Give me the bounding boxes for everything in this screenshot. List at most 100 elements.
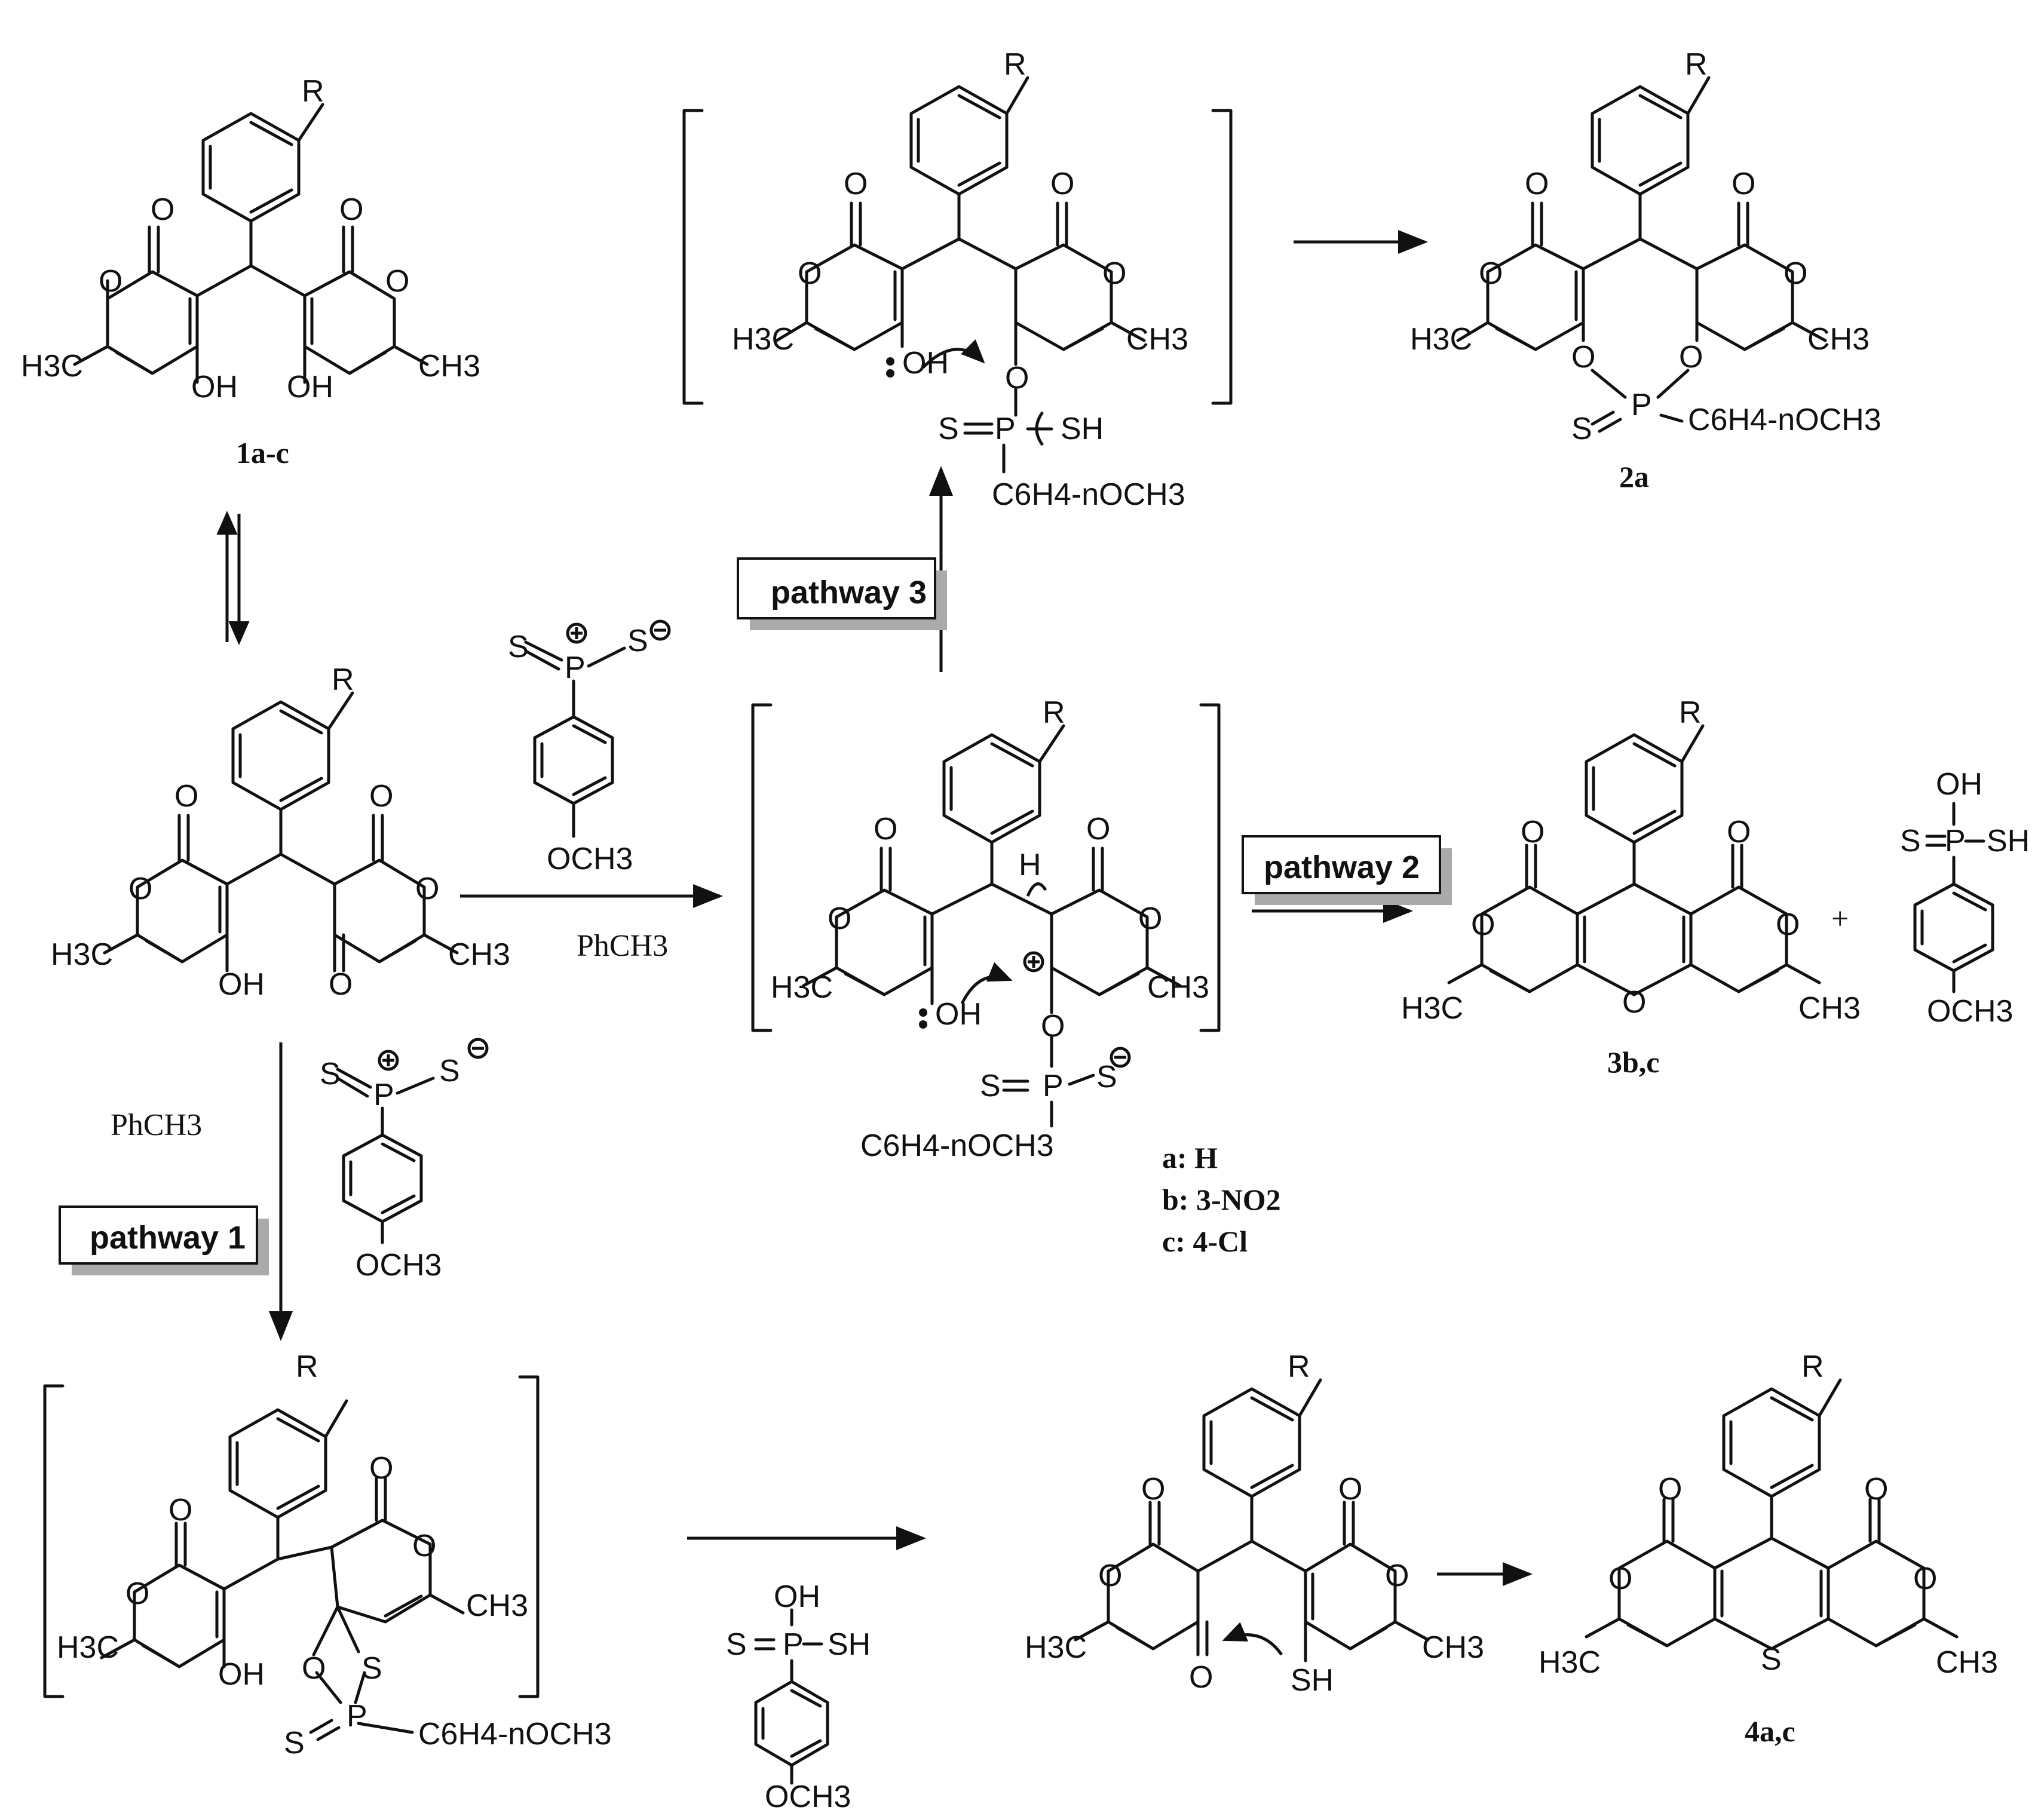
methyl-label: CH3 (1147, 970, 1209, 1005)
thiol-label: SH (828, 1627, 871, 1662)
pathway-1-label: pathway 1 (90, 1220, 246, 1256)
sulfur-label: S (1900, 824, 1921, 858)
solvent-label: PhCH3 (111, 1108, 202, 1142)
carbonyl-o: O (1141, 1472, 1165, 1507)
central-intermediate-atoms: R O O O O H3C CH3 OH O S P S C6H4-nOCH3 … (771, 695, 1209, 1163)
compound-4-structure (1585, 1378, 1959, 1651)
reagent-top-atoms: S P S OCH3 (508, 619, 671, 876)
sulfur-label: S (284, 1726, 305, 1760)
phosphorus-label: P (1631, 388, 1652, 422)
methoxy-label: OCH3 (356, 1248, 442, 1283)
ketone-o: O (1189, 1660, 1213, 1695)
carbonyl-o: O (151, 192, 174, 227)
thiol-label: SH (1987, 824, 2030, 858)
pathway-1-intermediate-structure (43, 1375, 540, 1741)
carbonyl-o: O (1050, 167, 1074, 201)
ring-o: O (798, 256, 822, 291)
sulfur-label: S (980, 1069, 1001, 1103)
compound-1-atoms: R O O O O H3C CH3 OH OH (21, 74, 480, 404)
sulfur-label: S (439, 1054, 460, 1088)
solvent-label: PhCH3 (577, 929, 668, 963)
methyl-label: H3C (1410, 322, 1472, 357)
methyl-label: CH3 (1798, 991, 1861, 1026)
carbonyl-o: O (1338, 1472, 1362, 1507)
sulfur-label: S (726, 1627, 747, 1662)
ring-o: O (1385, 1559, 1409, 1593)
carbonyl-o: O (1658, 1472, 1682, 1507)
byproduct-bottom-structure (754, 1608, 829, 1785)
r-group-label: R (302, 74, 324, 109)
oxygen-label: O (302, 1651, 326, 1686)
hydroxyl-label: OH (774, 1579, 820, 1614)
sulfur-label: S (508, 630, 529, 664)
ring-o: O (385, 264, 409, 299)
reagent-bottom-atoms: S P S OCH3 (320, 1038, 489, 1283)
hydroxyl-label: OH (935, 997, 982, 1032)
aryl-group-label: C6H4-nOCH3 (992, 477, 1185, 512)
compound-2a-atoms: R O O O O H3C CH3 O O P S C6H4-nOCH3 (1410, 47, 1881, 446)
methoxy-label: OCH3 (765, 1780, 851, 1814)
oxygen-label: O (1679, 340, 1703, 375)
carbonyl-o: O (369, 779, 393, 814)
keto-tautomer-structure (103, 691, 459, 973)
ring-o: O (828, 901, 851, 936)
compound-2a-label: 2a (1619, 460, 1649, 493)
carbonyl-o: O (369, 1451, 393, 1486)
r-group-label: R (1288, 1349, 1310, 1384)
pathway-3-intermediate-structure (682, 76, 1233, 474)
methyl-label: H3C (732, 322, 794, 357)
carbonyl-o: O (174, 779, 198, 814)
pathway-3-intermediate-atoms: R O O O O H3C CH3 OH O S P SH C6H4-nOCH3 (732, 47, 1188, 512)
ring-o: O (412, 1529, 436, 1563)
methyl-label: H3C (57, 1630, 119, 1665)
equilibrium-arrows (216, 511, 250, 645)
keto-tautomer-atoms: R O O O O H3C CH3 OH O (51, 662, 510, 1002)
aryl-group-label: C6H4-nOCH3 (860, 1128, 1054, 1163)
r-group-label: R (296, 1349, 318, 1384)
methyl-label: H3C (1025, 1630, 1087, 1665)
ring-o: O (1783, 256, 1807, 291)
methyl-label: CH3 (466, 1588, 528, 1623)
ring-o-center: O (1622, 985, 1646, 1020)
byproduct-bottom-atoms: OH S P SH OCH3 (726, 1579, 871, 1814)
r-group-label: R (1679, 695, 1702, 730)
phosphorus-label: P (995, 412, 1016, 446)
methoxy-label: OCH3 (547, 842, 633, 876)
thiol-label: SH (1061, 412, 1104, 446)
methyl-label: CH3 (1126, 322, 1188, 357)
substituent-b: b: 3-NO2 (1162, 1183, 1281, 1216)
substituent-legend: a: H b: 3-NO2 c: 4-Cl (1162, 1141, 1281, 1258)
methyl-label: CH3 (1807, 322, 1870, 357)
hydroxyl-label: OH (1936, 767, 1982, 802)
oxygen-label: O (1041, 1009, 1065, 1044)
ring-o: O (1776, 907, 1800, 942)
carbonyl-o: O (1521, 815, 1545, 849)
methyl-label: H3C (771, 970, 833, 1005)
sulfur-label: S (320, 1057, 341, 1091)
hydroxyl-label: OH (191, 370, 238, 404)
sulfur-label: S (1096, 1060, 1117, 1094)
methyl-label: CH3 (448, 937, 510, 972)
substituent-c: c: 4-Cl (1162, 1225, 1248, 1258)
sulfur-label: S (1571, 412, 1592, 446)
methyl-label: CH3 (1936, 1645, 1998, 1680)
plus-sign: + (1831, 902, 1849, 936)
carbonyl-o: O (168, 1493, 192, 1527)
byproduct-right-atoms: OH S P SH OCH3 (1900, 767, 2030, 1029)
carbonyl-o: O (874, 812, 897, 846)
compound-3-structure (1447, 724, 1821, 996)
methyl-label: H3C (1401, 991, 1463, 1026)
central-intermediate-structure (751, 703, 1221, 1128)
ring-o: O (1479, 256, 1503, 291)
methyl-label: H3C (51, 937, 113, 972)
carbonyl-o: O (1727, 815, 1751, 849)
sulfur-label: S (361, 1651, 382, 1686)
sulfur-label: S (627, 624, 648, 658)
aryl-group-label: C6H4-nOCH3 (418, 1717, 612, 1751)
ring-o: O (1138, 901, 1162, 936)
oxygen-label: O (1571, 340, 1595, 375)
phosphorus-label: P (373, 1078, 394, 1112)
r-group-label: R (332, 662, 354, 697)
oxygen-label: O (1005, 361, 1029, 395)
